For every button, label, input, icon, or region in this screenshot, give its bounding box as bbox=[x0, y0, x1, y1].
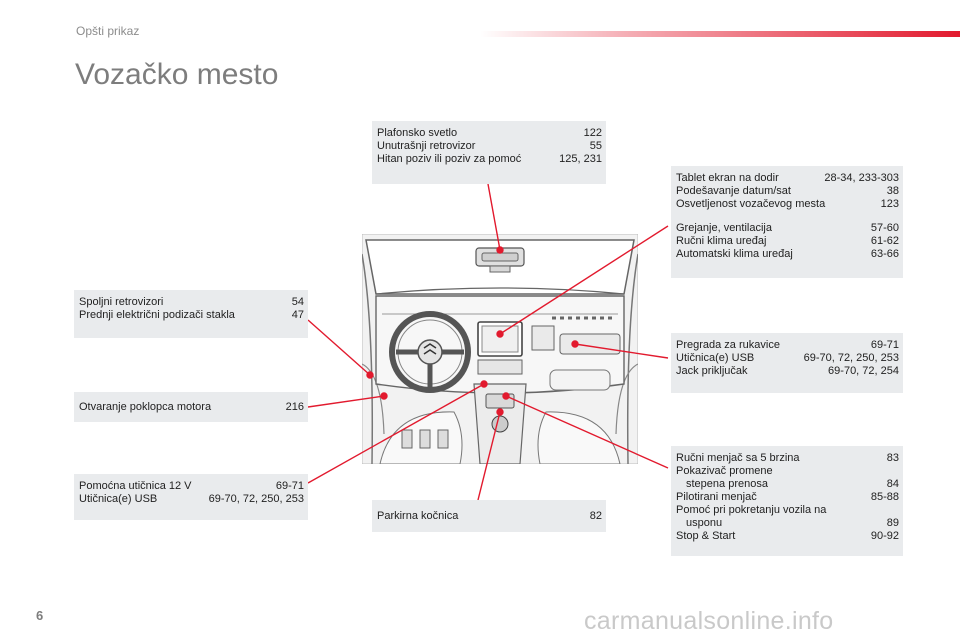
entry-pages: 85-88 bbox=[870, 491, 899, 503]
callout-entry: Pomoć pri pokretanju vozila na bbox=[676, 504, 899, 517]
entry-label: Pomoćna utičnica 12 V bbox=[79, 480, 192, 492]
entry-label: Utičnica(e) USB bbox=[676, 352, 755, 364]
entry-label: Osvetljenost vozačevog mesta bbox=[676, 198, 826, 210]
callout-entry: Stop & Start 90-92 bbox=[676, 530, 899, 543]
entry-label: Stop & Start bbox=[676, 530, 736, 542]
entry-pages: 69-71 bbox=[275, 480, 304, 492]
callout-entry: Pomoćna utičnica 12 V 69-71 bbox=[79, 480, 304, 493]
callout-entry: Pregrada za rukavice 69-71 bbox=[676, 339, 899, 352]
callout-entry: Jack priključak 69-70, 72, 254 bbox=[676, 365, 899, 378]
entry-label: Prednji električni podizači stakla bbox=[79, 309, 235, 321]
callout-entry: Prednji električni podizači stakla 47 bbox=[79, 309, 304, 322]
entry-pages: 63-66 bbox=[870, 248, 899, 260]
callout-entry: Automatski klima uređaj 63-66 bbox=[676, 248, 899, 261]
entry-pages: 123 bbox=[880, 198, 899, 210]
entry-label: Spoljni retrovizori bbox=[79, 296, 164, 308]
entry-label: stepena prenosa bbox=[686, 478, 768, 490]
callout-entry: stepena prenosa 84 bbox=[676, 478, 899, 491]
entry-pages: 216 bbox=[285, 401, 304, 413]
entry-pages: 28-34, 233-303 bbox=[824, 172, 899, 184]
entry-pages: 57-60 bbox=[870, 222, 899, 234]
entry-pages: 69-70, 72, 250, 253 bbox=[208, 493, 304, 505]
entry-label: Ručni klima uređaj bbox=[676, 235, 767, 247]
entry-label: Jack priključak bbox=[676, 365, 748, 377]
entry-pages: 122 bbox=[583, 127, 602, 139]
entry-label: Pokazivač promene bbox=[676, 465, 773, 477]
entry-pages: 82 bbox=[589, 510, 602, 522]
watermark: carmanualsonline.info bbox=[584, 607, 834, 635]
callout-entry: Spoljni retrovizori 54 bbox=[79, 296, 304, 309]
dashboard-illustration bbox=[362, 234, 638, 464]
callout-entry: Hitan poziv ili poziv za pomoć 125, 231 bbox=[377, 153, 602, 166]
entry-label: Automatski klima uređaj bbox=[676, 248, 793, 260]
entry-pages: 83 bbox=[886, 452, 899, 464]
callout-entry: Otvaranje poklopca motora 216 bbox=[79, 401, 304, 414]
callout-entry: Grejanje, ventilacija 57-60 bbox=[676, 222, 899, 235]
callout-entry: Pokazivač promene bbox=[676, 465, 899, 478]
entry-pages: 38 bbox=[886, 185, 899, 197]
entry-pages: 55 bbox=[589, 140, 602, 152]
entry-label: Tablet ekran na dodir bbox=[676, 172, 779, 184]
entry-label: Pilotirani menjač bbox=[676, 491, 757, 503]
callout-entry: Unutrašnji retrovizor 55 bbox=[377, 140, 602, 153]
entry-label: Hitan poziv ili poziv za pomoć bbox=[377, 153, 522, 165]
entry-label: Pomoć pri pokretanju vozila na bbox=[676, 504, 827, 516]
entry-pages: 54 bbox=[291, 296, 304, 308]
callout-entry: Osvetljenost vozačevog mesta 123 bbox=[676, 198, 899, 211]
header-accent-bar bbox=[480, 31, 960, 37]
callout-box-bonnet: Otvaranje poklopca motora 216 bbox=[74, 392, 308, 422]
entry-pages: 69-70, 72, 254 bbox=[828, 365, 899, 377]
entry-label: Plafonsko svetlo bbox=[377, 127, 458, 139]
entry-pages: 61-62 bbox=[870, 235, 899, 247]
entry-pages: 69-71 bbox=[870, 339, 899, 351]
entry-label: Parkirna kočnica bbox=[377, 510, 459, 522]
callout-entry: Utičnica(e) USB 69-70, 72, 250, 253 bbox=[79, 493, 304, 506]
page-number: 6 bbox=[36, 608, 44, 623]
callout-entry: usponu 89 bbox=[676, 517, 899, 530]
entry-pages: 90-92 bbox=[870, 530, 899, 542]
callout-entry: Ručni klima uređaj 61-62 bbox=[676, 235, 899, 248]
entry-label: Grejanje, ventilacija bbox=[676, 222, 772, 234]
entry-label: usponu bbox=[686, 517, 723, 529]
callout-entry: Plafonsko svetlo 122 bbox=[377, 127, 602, 140]
section-label: Opšti prikaz bbox=[76, 24, 140, 38]
callout-entry: Ručni menjač sa 5 brzina 83 bbox=[676, 452, 899, 465]
callout-entry: Parkirna kočnica 82 bbox=[377, 510, 602, 523]
callout-entry: Tablet ekran na dodir 28-34, 233-303 bbox=[676, 172, 899, 185]
entry-label: Podešavanje datum/sat bbox=[676, 185, 791, 197]
entry-pages: 69-70, 72, 250, 253 bbox=[803, 352, 899, 364]
entry-label: Unutrašnji retrovizor bbox=[377, 140, 476, 152]
page-title: Vozačko mesto bbox=[75, 58, 279, 91]
callout-box-parking: Parkirna kočnica 82 bbox=[372, 500, 606, 532]
group-spacer bbox=[676, 211, 899, 222]
entry-pages: 125, 231 bbox=[559, 153, 602, 165]
entry-label: Otvaranje poklopca motora bbox=[79, 401, 212, 413]
callout-entry: Utičnica(e) USB 69-70, 72, 250, 253 bbox=[676, 352, 899, 365]
entry-pages: 47 bbox=[291, 309, 304, 321]
entry-pages: 89 bbox=[886, 517, 899, 529]
entry-label: Pregrada za rukavice bbox=[676, 339, 780, 351]
callout-entry: Podešavanje datum/sat 38 bbox=[676, 185, 899, 198]
entry-pages: 84 bbox=[886, 478, 899, 490]
entry-label: Ručni menjač sa 5 brzina bbox=[676, 452, 800, 464]
callout-entry: Pilotirani menjač 85-88 bbox=[676, 491, 899, 504]
entry-label: Utičnica(e) USB bbox=[79, 493, 158, 505]
